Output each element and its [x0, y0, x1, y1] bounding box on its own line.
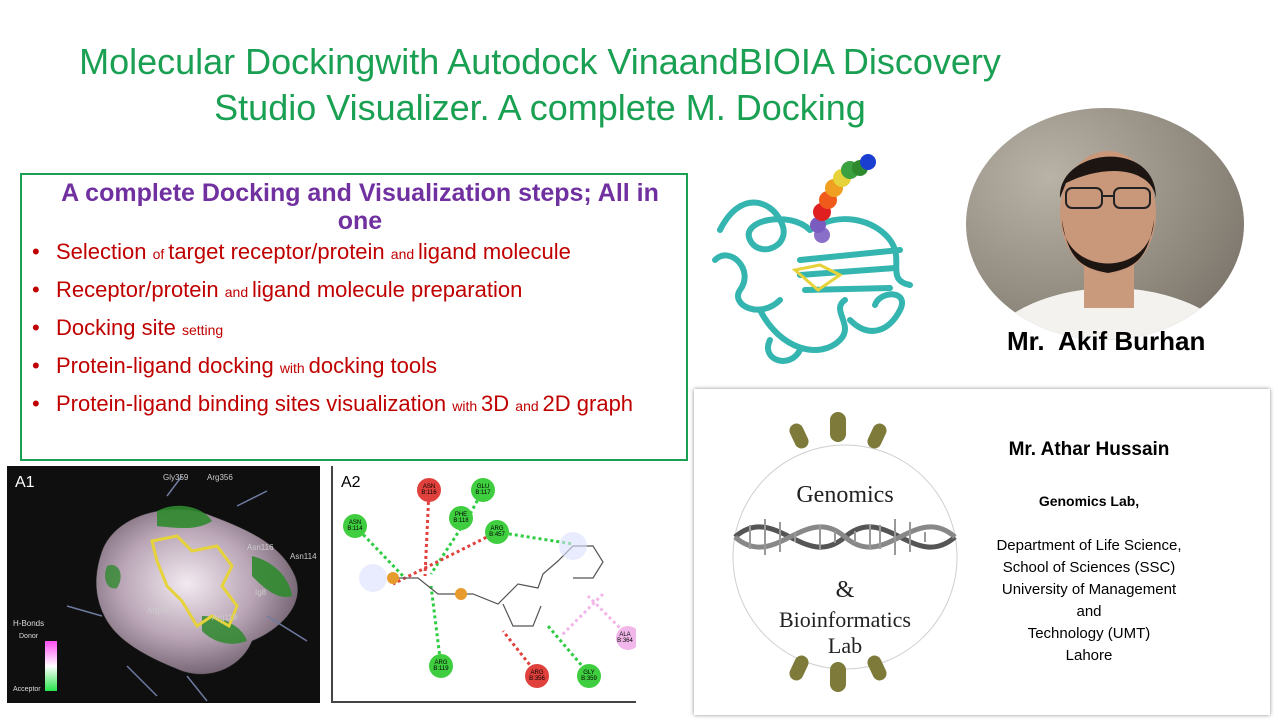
presenter-name: Mr. Akif Burhan — [1007, 326, 1206, 356]
hbond-legend-donor: Donor — [19, 633, 39, 640]
address-line: School of Sciences (SSC) — [1002, 559, 1176, 576]
residue-node — [417, 478, 441, 502]
residue-label: Asn116 — [247, 543, 274, 552]
residue-node — [343, 514, 367, 538]
protein-structure-image — [712, 154, 913, 364]
residue-label: ASN B:116 — [421, 484, 437, 496]
residue-label: ARG B:356 — [529, 670, 545, 682]
surface-render — [45, 475, 308, 702]
residue-label: Arg457 — [147, 606, 173, 615]
credit-card: Genomics & Bioinformatics Lab Mr. Athar … — [694, 389, 1270, 715]
residue-label: Gly359 — [163, 473, 189, 482]
address-line: Lahore — [1065, 647, 1113, 664]
step-item: Selection of target receptor/protein and… — [32, 241, 672, 265]
residue-node — [577, 664, 601, 688]
residue-node — [471, 478, 495, 502]
slide-title-line-2: Studio Visualizer. A complete M. Docking — [214, 87, 866, 128]
logo-text-ampersand: & — [836, 577, 855, 603]
presenter-photo — [966, 108, 1244, 340]
panel-a1-3d-view: A1 Gly359 Arg356 Asn116 Asn114 Arg457 Ar… — [7, 466, 320, 703]
residue-label: ALA B:364 — [617, 632, 633, 644]
step-item: Protein-ligand docking with docking tool… — [32, 355, 672, 379]
step-item: Protein-ligand binding sites visualizati… — [32, 393, 672, 417]
step-item: Receptor/protein and ligand molecule pre… — [32, 279, 672, 303]
residue-label: PHE B:118 — [453, 512, 469, 524]
residue-label: ARG B:119 — [433, 660, 449, 672]
residue-node — [429, 654, 453, 678]
residue-label: Ig8 — [255, 588, 267, 597]
residue-label: GLY B:359 — [581, 670, 597, 682]
hbond-legend-acceptor: Acceptor — [13, 686, 41, 693]
logo-text-genomics: Genomics — [796, 482, 893, 508]
steps-list: Selection of target receptor/protein and… — [32, 241, 672, 431]
residue-node — [616, 626, 636, 650]
step-item: Docking site setting — [32, 317, 672, 341]
residue-label: GLU B:117 — [475, 484, 491, 496]
panel-a1-label: A1 — [15, 474, 35, 491]
address-line: Department of Life Science, — [996, 537, 1182, 554]
credit-name: Mr. Athar Hussain — [1008, 439, 1170, 460]
residue-label: Asn114 — [290, 552, 317, 561]
residue-label: Arg356 — [207, 473, 233, 482]
panel-a2-label: A2 — [341, 474, 361, 491]
credit-lab: Genomics Lab, — [1038, 493, 1140, 509]
residue-node — [449, 506, 473, 530]
residue-node — [485, 520, 509, 544]
interaction-diagram — [343, 478, 636, 688]
residue-label: ASN B:114 — [347, 520, 363, 532]
genomics-lab-logo: Genomics & Bioinformatics Lab — [732, 412, 958, 692]
hbond-legend-bar — [45, 641, 57, 691]
address-line: and — [1076, 603, 1102, 620]
steps-heading: A complete Docking and Visualization ste… — [61, 179, 659, 235]
slide-title-line-1: Molecular Dockingwith Autodock VinaandBI… — [79, 41, 1001, 82]
address-line: University of Management — [1001, 581, 1177, 598]
residue-label: Arg119 — [212, 613, 238, 622]
steps-box: A complete Docking and Visualization ste… — [20, 173, 688, 461]
address-line: Technology (UMT) — [1027, 625, 1151, 642]
credit-address: Department of Life Science, School of Sc… — [924, 535, 1254, 667]
logo-text-lab: Lab — [828, 633, 862, 658]
panel-a2-2d-diagram: A2 ASN B:116 GLU B:117 ASN B:114 PHE B:1… — [331, 466, 636, 703]
logo-text-bioinformatics: Bioinformatics — [779, 607, 911, 632]
hbond-legend-title: H-Bonds — [13, 619, 45, 628]
residue-label: ARG B:457 — [489, 526, 505, 538]
residue-node — [525, 664, 549, 688]
presenter-portrait — [984, 151, 1238, 340]
